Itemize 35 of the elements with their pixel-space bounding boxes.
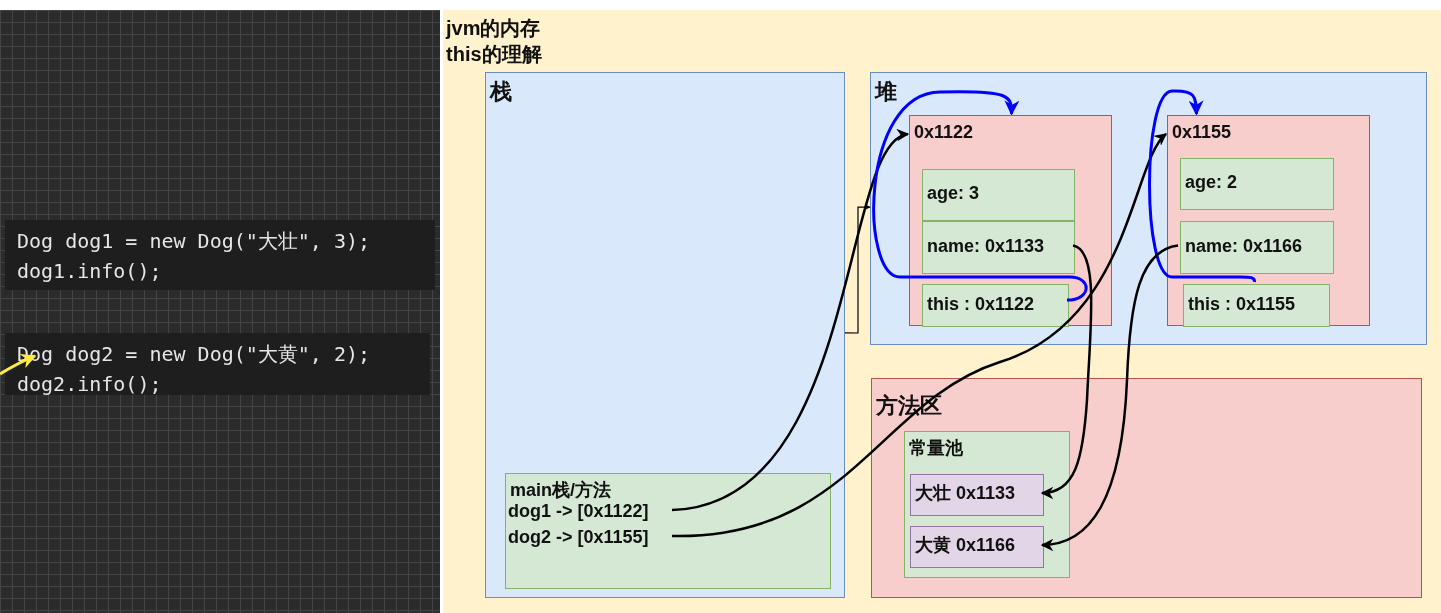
memory-area-box [871,378,1422,598]
arrow [872,90,1088,302]
heading-text: 堆 [875,79,897,106]
field-box: age: 2 [1180,158,1334,210]
variable-text: dog1 -> [0x1122] [508,500,674,524]
constant-box: 大黄 0x1166 [910,526,1044,568]
field-box: name: 0x1133 [922,221,1075,274]
object-box [1167,115,1370,326]
arrow [671,132,910,512]
variable-text: dog2 -> [0x1155] [508,526,674,550]
field-box: this : 0x1122 [922,284,1069,327]
field-box: name: 0x1166 [1180,221,1334,274]
heading-text: 0x1155 [1172,122,1232,144]
arrow [1040,244,1179,551]
title-text: this的理解 [446,42,542,66]
title-text: jvm的内存 [446,16,541,40]
arrow [1040,244,1093,499]
arrow [0,354,37,376]
pool-box [904,431,1070,578]
arrow [1148,89,1256,283]
field-box: this : 0x1155 [1183,284,1330,327]
arrow [844,204,871,334]
memory-area-box [870,72,1427,345]
heading-text: main栈/方法 [510,480,611,502]
frame-box [505,473,831,589]
field-box: age: 3 [922,169,1075,221]
memory-area-box [485,72,845,598]
heading-text: 栈 [490,79,512,106]
arrow [671,133,1167,538]
heading-text: 常量池 [909,438,963,460]
constant-box: 大壮 0x1133 [910,474,1044,516]
heading-text: 0x1122 [914,122,974,144]
code-block: Dog dog1 = new Dog("大壮", 3); dog1.info(); [5,220,435,290]
memory-panel [443,10,1441,613]
object-box [909,115,1112,326]
